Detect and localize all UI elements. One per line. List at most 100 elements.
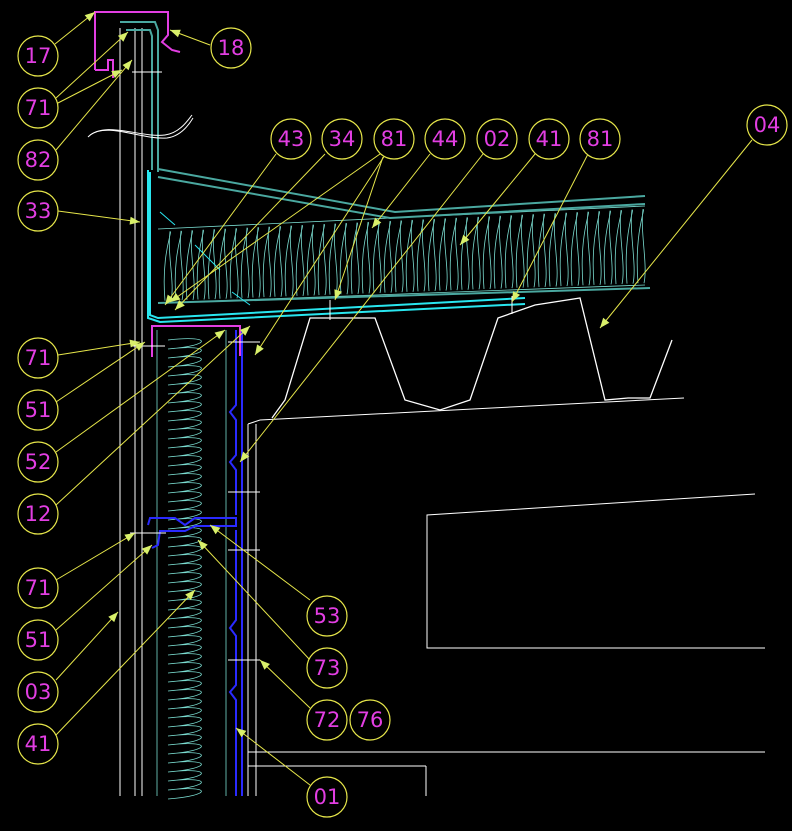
beam-outline <box>426 493 765 649</box>
leader-line <box>55 611 119 681</box>
callout-label: 44 <box>432 127 459 151</box>
leader-arrowhead <box>129 216 140 225</box>
break-line <box>87 114 194 139</box>
wall-outer-sheeting <box>119 28 143 796</box>
leader-line <box>169 153 381 303</box>
leader-line <box>599 139 753 329</box>
callout-41: 41 <box>17 723 59 765</box>
callout-01: 01 <box>306 776 348 818</box>
leader-arrowhead <box>108 612 118 623</box>
callout-34: 34 <box>321 118 363 160</box>
leader-line <box>174 153 326 311</box>
callout-71: 71 <box>17 337 59 379</box>
callout-43: 43 <box>270 118 312 160</box>
leader-line <box>55 544 153 631</box>
callout-82: 82 <box>17 139 59 181</box>
callout-44: 44 <box>424 118 466 160</box>
callout-17: 17 <box>17 35 59 77</box>
leader-line <box>371 153 431 229</box>
leader-line <box>164 153 277 306</box>
parapet-teal-cap <box>120 21 159 172</box>
callout-label: 41 <box>25 732 52 756</box>
callout-18: 18 <box>210 27 252 69</box>
leader-arrowhead <box>84 12 95 22</box>
callout-label: 71 <box>25 576 52 600</box>
leader-lines <box>54 11 753 786</box>
leader-arrowhead <box>334 289 342 300</box>
wall-structure-lines <box>247 397 765 796</box>
callout-03: 03 <box>17 671 59 713</box>
callout-label: 71 <box>25 346 52 370</box>
callout-label: 52 <box>25 450 52 474</box>
callout-02: 02 <box>476 118 518 160</box>
callout-label: 12 <box>25 502 52 526</box>
callout-52: 52 <box>17 441 59 483</box>
callout-73: 73 <box>306 647 348 689</box>
leader-arrowhead <box>600 317 610 328</box>
leader-arrowhead <box>198 540 208 551</box>
leader-arrowhead <box>214 330 225 340</box>
callout-label: 18 <box>218 36 245 60</box>
callout-label: 76 <box>357 708 384 732</box>
leader-line <box>459 153 536 246</box>
callout-12: 12 <box>17 493 59 535</box>
leader-arrowhead <box>141 545 152 555</box>
leader-arrowhead <box>372 217 382 228</box>
callout-label: 03 <box>25 680 52 704</box>
leader-line <box>55 59 133 151</box>
leader-line <box>55 532 136 581</box>
leader-line <box>254 154 386 356</box>
leader-line <box>57 210 141 223</box>
callout-label: 82 <box>25 148 52 172</box>
leader-line <box>55 31 129 99</box>
callout-label: 51 <box>25 628 52 652</box>
callout-33: 33 <box>17 190 59 232</box>
callout-72: 72 <box>306 699 348 741</box>
callout-51: 51 <box>17 619 59 661</box>
leader-line <box>259 659 311 709</box>
callout-53: 53 <box>306 595 348 637</box>
callout-label: 53 <box>314 604 341 628</box>
callout-label: 81 <box>587 127 614 151</box>
callout-51: 51 <box>17 389 59 431</box>
callout-81: 81 <box>579 118 621 160</box>
callout-label: 43 <box>278 127 305 151</box>
eaves-flashing <box>151 325 241 357</box>
leader-arrowhead <box>512 291 521 302</box>
callout-label: 33 <box>25 199 52 223</box>
leader-arrowhead <box>129 339 140 348</box>
leader-arrowhead <box>185 590 195 600</box>
leader-line <box>235 727 311 786</box>
leader-arrowhead <box>134 342 145 351</box>
leader-arrowhead <box>236 728 247 738</box>
leader-arrowhead <box>111 70 122 79</box>
leader-arrowhead <box>255 344 264 355</box>
trapezoidal-roof-deck <box>271 297 673 419</box>
leader-line <box>197 539 311 661</box>
leader-line <box>55 69 123 105</box>
leader-arrowhead <box>460 234 470 245</box>
leader-arrowhead <box>240 451 250 462</box>
callout-41: 41 <box>528 118 570 160</box>
diagonal-cyan-details <box>159 211 251 306</box>
callout-label: 34 <box>329 127 356 151</box>
vapour-control-layer <box>147 170 526 324</box>
leader-line <box>334 156 384 301</box>
leader-line <box>55 329 226 453</box>
leader-line <box>57 341 141 356</box>
leader-line <box>239 153 484 463</box>
leader-arrowhead <box>122 60 132 71</box>
callout-81: 81 <box>373 118 415 160</box>
wall-insulation-panel <box>156 330 227 800</box>
roof-top-membrane <box>157 168 651 304</box>
leader-arrowhead <box>210 525 221 535</box>
leader-line <box>209 524 311 601</box>
callout-label: 41 <box>536 127 563 151</box>
leader-line <box>511 153 589 303</box>
leader-arrowhead <box>170 292 181 302</box>
callout-label: 17 <box>25 44 52 68</box>
callout-label: 73 <box>314 656 341 680</box>
leader-arrowhead <box>239 326 250 336</box>
leader-arrowhead <box>175 300 185 310</box>
